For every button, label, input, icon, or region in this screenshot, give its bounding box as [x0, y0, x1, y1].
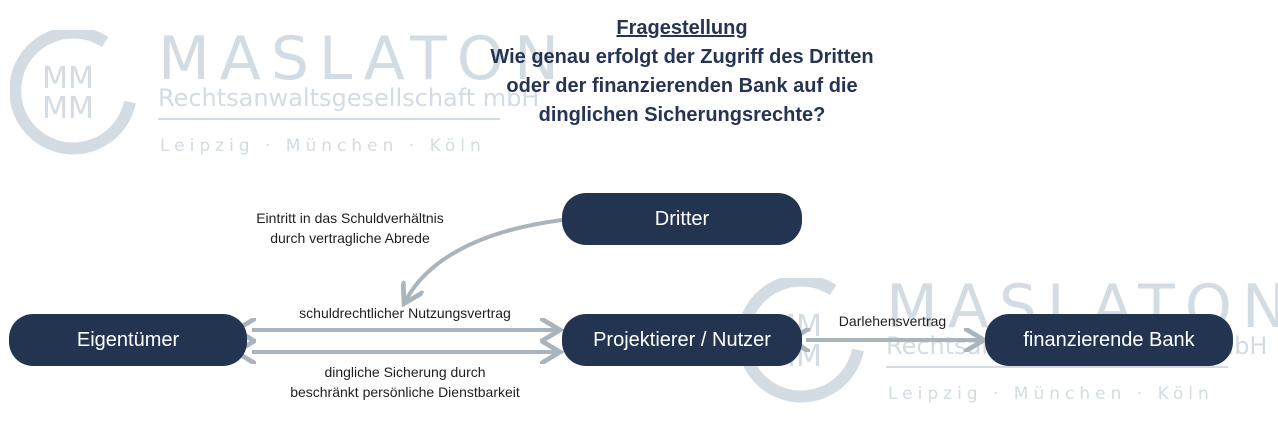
watermark-subtitle: Rechtsanwaltsgesellschaft mbH: [158, 84, 540, 112]
node-finanzierende-bank: finanzierende Bank: [985, 314, 1233, 366]
label-darlehensvertrag: Darlehensvertrag: [838, 313, 947, 329]
question-line-1: Wie genau erfolgt der Zugriff des Dritte…: [490, 46, 874, 68]
label-nutzungsvertrag: schuldrechtlicher Nutzungsvertrag: [299, 305, 511, 321]
node-eigentuemer: Eigentümer: [9, 314, 247, 366]
label-eintritt-line-2: durch vertragliche Abrede: [270, 230, 430, 246]
question-line-3: dinglichen Sicherungsrechte?: [538, 104, 826, 126]
label-eintritt-line-1: Eintritt in das Schuldverhältnis: [256, 210, 444, 226]
question-title: Fragestellung Wie genau erfolgt der Zugr…: [470, 14, 894, 130]
node-dritter: Dritter: [562, 193, 802, 245]
watermark-divider: [158, 118, 500, 120]
title-heading: Fragestellung: [616, 17, 748, 39]
label-dingliche-sicherung: dingliche Sicherung durch beschränkt per…: [255, 362, 555, 402]
watermark-brand: MASLATON: [158, 24, 569, 94]
node-projektierer-nutzer: Projektierer / Nutzer: [562, 314, 802, 366]
watermark-divider: [886, 366, 1228, 368]
arrow-dritter-to-nutzungsvertrag: [406, 218, 563, 300]
watermark-cities: Leipzig · München · Köln: [888, 384, 1214, 404]
svg-text:MM: MM: [42, 61, 94, 96]
label-eintritt: Eintritt in das Schuldverhältnis durch v…: [235, 208, 465, 248]
maslaton-logo-icon: MM MM: [10, 30, 136, 155]
label-sicherung-line-2: beschränkt persönliche Dienstbarkeit: [290, 384, 520, 400]
watermark-cities: Leipzig · München · Köln: [160, 136, 486, 156]
label-sicherung-line-1: dingliche Sicherung durch: [324, 364, 486, 380]
question-line-2: oder der finanzierenden Bank auf die: [506, 75, 858, 97]
svg-text:MM: MM: [42, 91, 94, 126]
